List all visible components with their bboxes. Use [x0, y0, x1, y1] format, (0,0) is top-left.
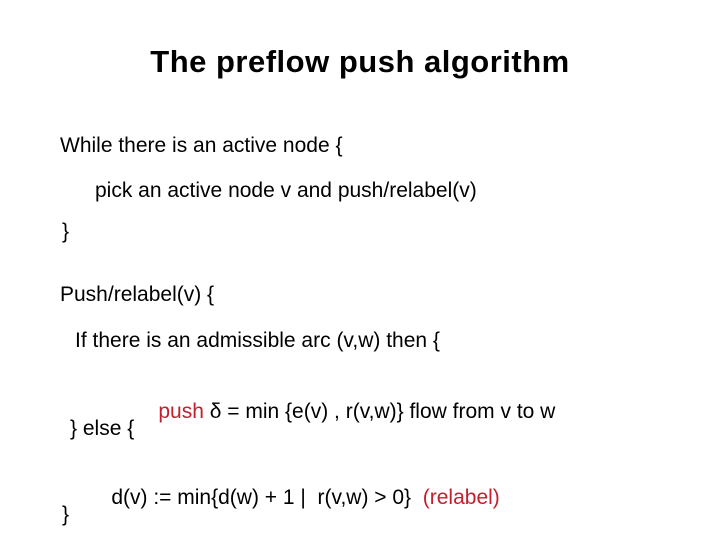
line-while-open: While there is an active node {	[60, 134, 343, 157]
line-pick-active-node: pick an active node v and push/relabel(v…	[95, 179, 477, 202]
relabel-label-highlight: (relabel)	[422, 486, 500, 509]
line-push-delta: push δ = min {e(v) , r(v,w)} flow from v…	[135, 370, 555, 454]
line-push-relabel-open: Push/relabel(v) {	[60, 283, 215, 306]
line-relabel-formula: d(v) := min{d(w) + 1 | r(v,w) > 0} (rela…	[88, 456, 500, 540]
push-keyword-highlight: push	[158, 400, 204, 423]
push-formula: δ = min {e(v) , r(v,w)} flow from v to w	[203, 400, 556, 423]
line-final-close-brace: }	[62, 503, 70, 526]
line-else: } else {	[70, 417, 135, 440]
slide-title: The preflow push algorithm	[150, 44, 570, 79]
line-while-close-brace: }	[62, 220, 70, 243]
line-if-admissible-arc: If there is an admissible arc (v,w) then…	[75, 329, 440, 352]
relabel-formula-text: d(v) := min{d(w) + 1 | r(v,w) > 0}	[111, 486, 423, 509]
